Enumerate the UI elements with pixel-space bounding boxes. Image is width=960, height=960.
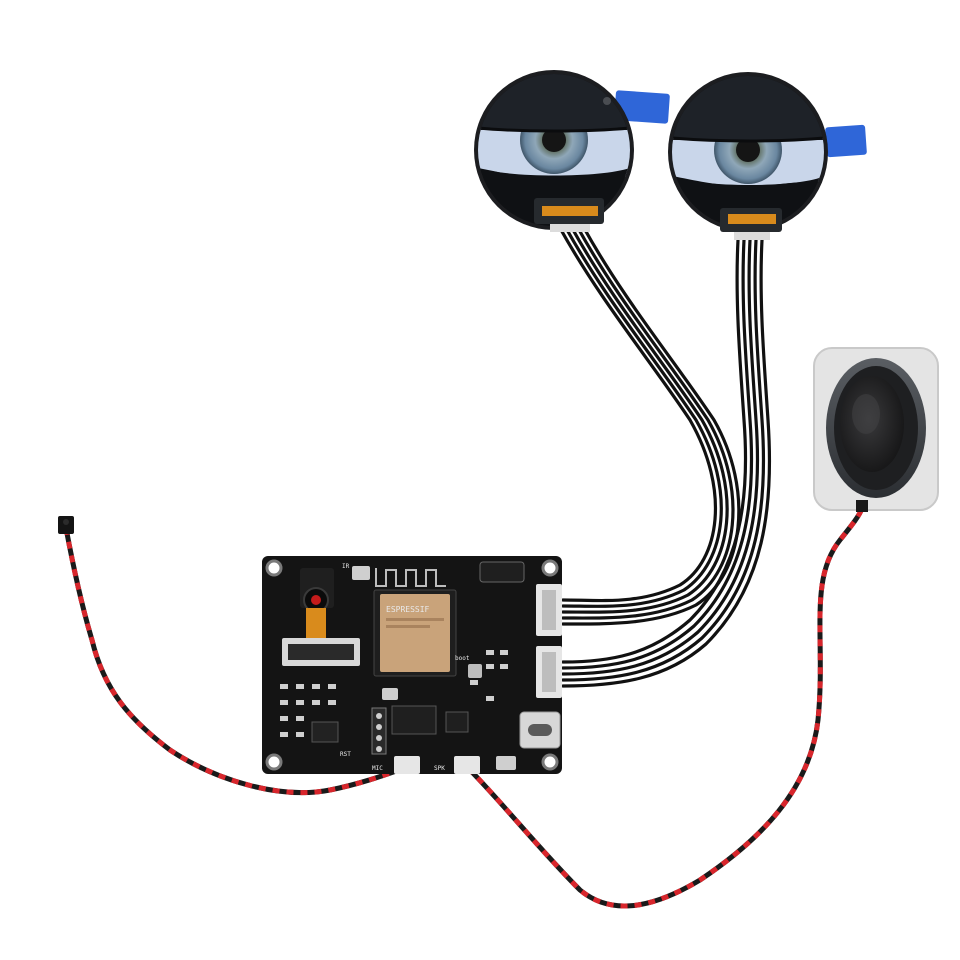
camera-lens xyxy=(300,568,334,642)
esp-module: ESPRESSIF xyxy=(373,589,457,677)
usb-c-port xyxy=(519,711,561,749)
speaker-wire xyxy=(465,505,865,909)
silk-ir: IR xyxy=(342,563,350,570)
silk-boot: boot xyxy=(455,655,470,662)
display-connector-1 xyxy=(536,584,562,636)
pcb-board: ESPRESSIF xyxy=(262,556,562,774)
speaker xyxy=(813,347,939,512)
microphone-icon xyxy=(58,516,74,534)
silk-spk: SPK xyxy=(434,765,445,772)
microphone-wire xyxy=(63,525,408,796)
display-cable-left xyxy=(558,226,741,626)
eye-display-left xyxy=(474,70,670,232)
display-connector-2 xyxy=(536,646,562,698)
pin-header xyxy=(371,707,387,755)
silk-rst: RST xyxy=(340,751,351,758)
display-cable-right xyxy=(561,238,772,688)
eye-display-right xyxy=(668,72,867,240)
silk-mic: MIC xyxy=(372,765,383,772)
esp-brand: ESPRESSIF xyxy=(386,605,430,614)
